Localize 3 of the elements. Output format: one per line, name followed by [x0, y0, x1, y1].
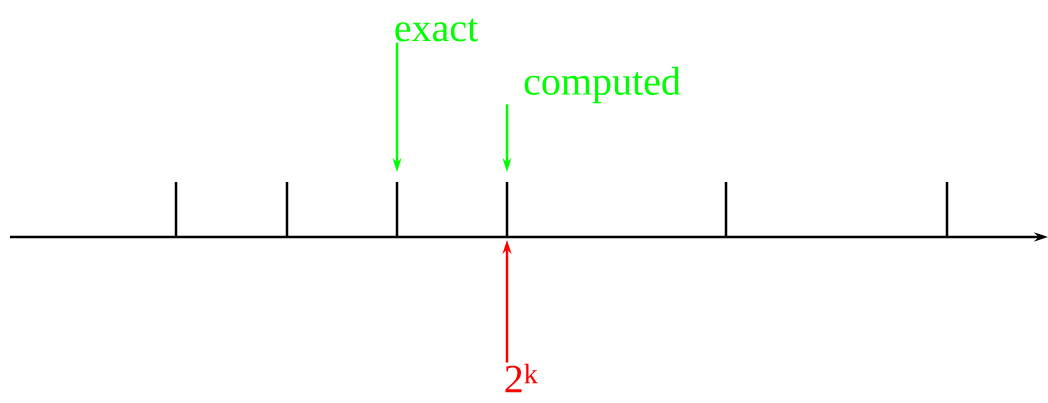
text-label: computed [524, 66, 681, 104]
text-label: 2$^{k}$ [505, 363, 538, 393]
text-label: exact [395, 18, 478, 42]
